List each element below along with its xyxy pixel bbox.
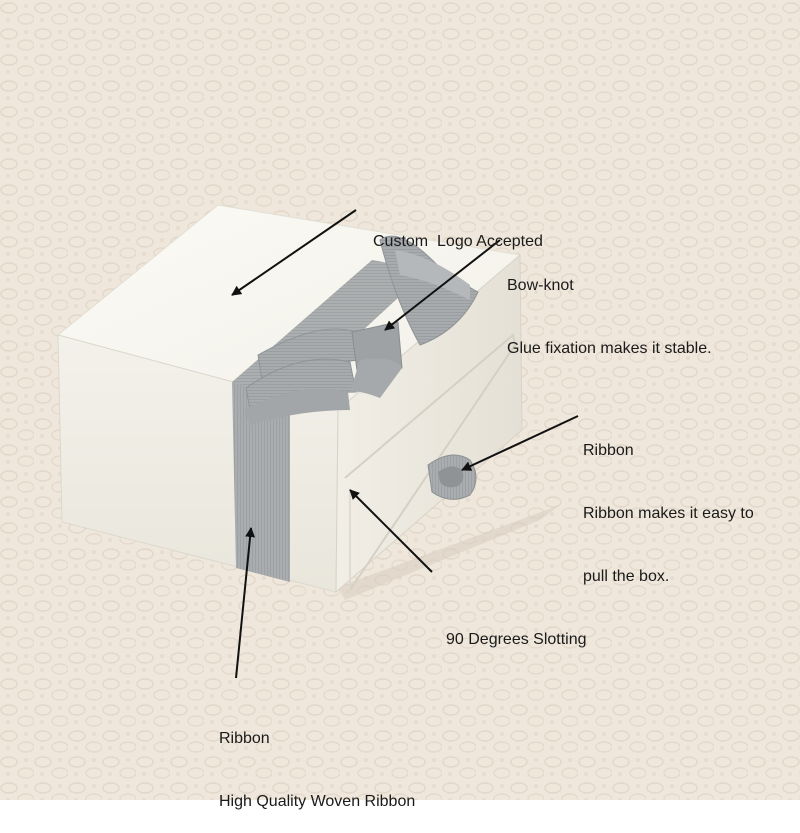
label-bow-knot-detail: Glue fixation makes it stable. [507,340,712,357]
arrow-woven-ribbon [235,527,256,679]
arrow-bow [384,239,501,331]
label-custom-logo: Custom Logo Accepted [373,189,543,273]
label-pull-ribbon: Ribbon Ribbon makes it easy to pull the … [583,398,754,608]
label-woven-ribbon: Ribbon High Quality Woven Ribbon [219,686,415,833]
label-custom-logo-title: Custom Logo Accepted [373,233,543,250]
label-slotting-title: 90 Degrees Slotting [446,631,587,648]
label-pull-ribbon-detail-1: Ribbon makes it easy to [583,505,754,522]
label-woven-ribbon-detail: High Quality Woven Ribbon [219,793,416,810]
arrow-slotting [349,489,433,573]
arrow-pull-ribbon [461,415,579,471]
label-bow-knot: Bow-knot Glue fixation makes it stable. [507,233,712,380]
label-bow-knot-title: Bow-knot [507,277,574,294]
label-pull-ribbon-detail-2: pull the box. [583,568,670,585]
label-pull-ribbon-title: Ribbon [583,442,634,459]
label-woven-ribbon-title: Ribbon [219,730,270,747]
arrow-logo [231,209,357,296]
label-slotting: 90 Degrees Slotting [446,587,587,671]
product-photo [0,0,800,800]
bow-knot [244,235,479,425]
